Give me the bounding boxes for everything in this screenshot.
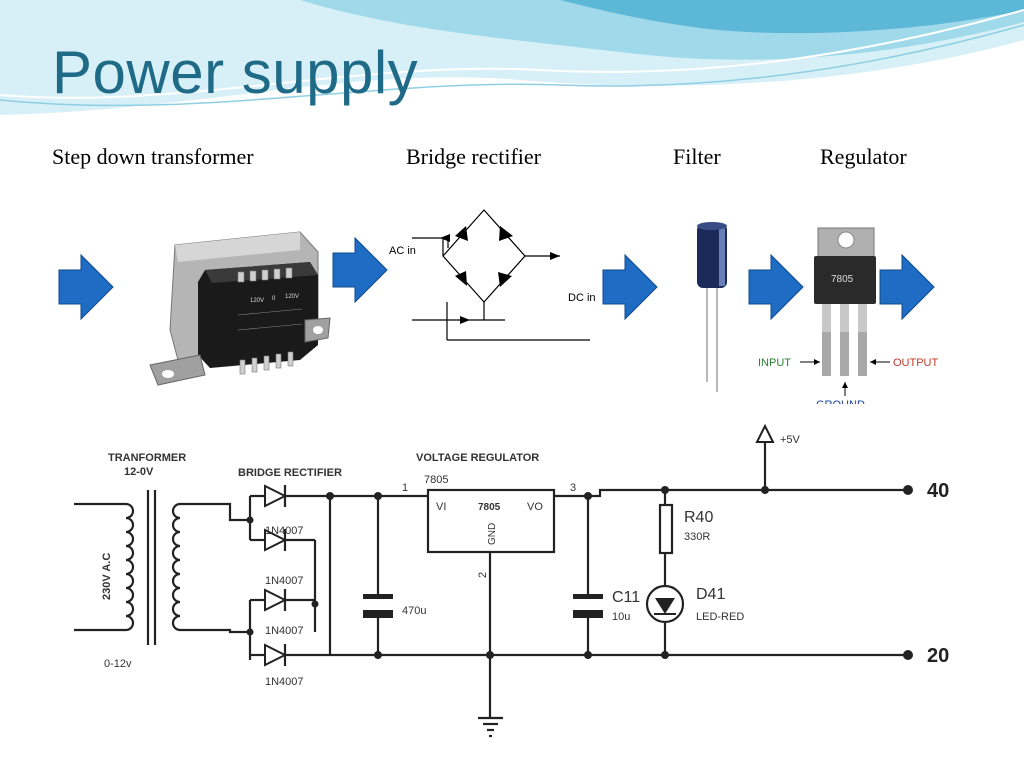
schematic-rectifier-title: BRIDGE RECTIFIER <box>238 467 342 479</box>
flow-arrow-1 <box>58 254 114 320</box>
resistor-name: R40 <box>684 509 713 526</box>
schematic-regulator-part: 7805 <box>424 474 448 486</box>
transformer-winding-label-1: 120V <box>250 298 264 304</box>
regulator-input-label: INPUT <box>758 357 791 369</box>
stage-label-transformer: Step down transformer <box>52 144 254 169</box>
block-diagram: 120V 0 120V AC in DC in <box>58 186 944 412</box>
diode-label-1: 1N4007 <box>265 525 304 537</box>
rectifier-ac-label: AC in <box>389 245 416 257</box>
header-wave-decoration <box>0 0 1024 115</box>
terminal-top-label: 40 <box>927 480 949 502</box>
rectifier-dc-label: DC in <box>568 292 596 304</box>
resistor-value: 330R <box>684 531 710 543</box>
flow-arrow-2 <box>332 237 388 303</box>
schematic-primary-label: 230V A.C <box>101 553 113 600</box>
regulator-chip-label: 7805 <box>831 274 854 285</box>
stage-label-rectifier: Bridge rectifier <box>406 144 541 169</box>
diode-label-2: 1N4007 <box>265 575 304 587</box>
circuit-schematic: TRANFORMER 12-0V 230V A.C 0-12v BRIDGE R… <box>52 404 968 744</box>
output-cap-name: C11 <box>612 589 640 606</box>
diode-label-3: 1N4007 <box>265 625 304 637</box>
schematic-transformer-title: TRANFORMER <box>108 452 186 464</box>
supply-label: +5V <box>780 434 801 446</box>
capacitor-image <box>632 218 792 398</box>
led-name: D41 <box>696 586 725 603</box>
regulator-pin-gnd: GND <box>487 523 498 545</box>
transformer-image: 120V 0 120V <box>147 210 331 400</box>
diode-label-4: 1N4007 <box>265 676 304 688</box>
slide-title: Power supply <box>52 39 419 106</box>
terminal-bottom-label: 20 <box>927 645 949 667</box>
input-cap-value: 470u <box>402 605 426 617</box>
regulator-pin-vo: VO <box>527 501 543 513</box>
transformer-winding-label-2: 0 <box>272 296 276 302</box>
regulator-chip-text: 7805 <box>478 502 501 513</box>
regulator-pin-2: 2 <box>477 572 489 578</box>
regulator-image: 7805 INPUT OUTPUT GROUND <box>758 222 944 412</box>
output-cap-value: 10u <box>612 611 630 623</box>
schematic-secondary-label: 0-12v <box>104 658 132 670</box>
stage-label-filter: Filter <box>673 144 721 169</box>
regulator-pin-vi: VI <box>436 501 446 513</box>
stage-label-regulator: Regulator <box>820 144 907 169</box>
led-value: LED-RED <box>696 611 744 623</box>
transformer-winding-label-3: 120V <box>285 294 299 300</box>
schematic-transformer-rating: 12-0V <box>124 466 154 478</box>
regulator-pin-3: 3 <box>570 482 576 494</box>
regulator-pin-1: 1 <box>402 482 408 494</box>
rectifier-block-image: AC in DC in <box>383 186 599 345</box>
regulator-output-label: OUTPUT <box>893 357 939 369</box>
schematic-regulator-title: VOLTAGE REGULATOR <box>416 452 539 464</box>
